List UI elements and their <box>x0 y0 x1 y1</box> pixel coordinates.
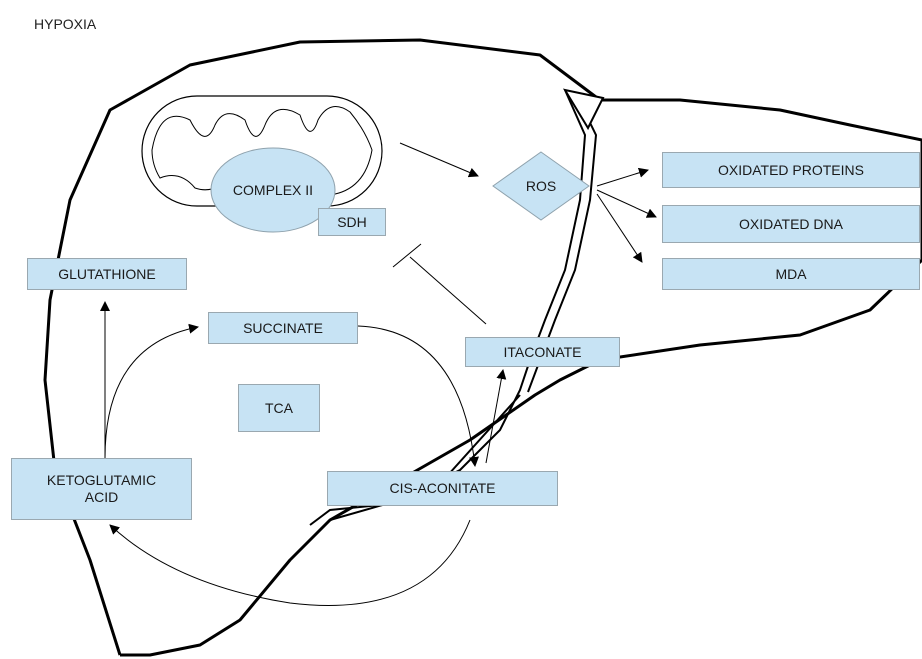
sdh-box: SDH <box>318 208 386 236</box>
arrow-cis-to-itaconate <box>485 369 507 464</box>
ros-diamond <box>492 151 590 221</box>
glutathione-box: GLUTATHIONE <box>27 258 187 290</box>
ketoglutamic-acid-box: KETOGLUTAMIC ACID <box>11 458 192 520</box>
arrow-mito-to-ros <box>399 142 479 178</box>
arrow-succinate-to-cis <box>357 325 479 467</box>
inhibit-itaconate-sdh <box>409 256 487 325</box>
oxidated-proteins-box: OXIDATED PROTEINS <box>662 152 920 188</box>
cis-aconitate-box: CIS-ACONITATE <box>327 471 558 506</box>
mda-box: MDA <box>662 258 920 290</box>
arrow-ros-to-dna <box>596 189 657 218</box>
liver-outline <box>43 38 922 657</box>
complex-ii-ellipse <box>210 147 336 233</box>
itaconate-box: ITACONATE <box>465 337 620 367</box>
inhibit-bar <box>392 243 422 268</box>
liver-fissure-top <box>562 88 605 131</box>
arrow-ros-to-proteins <box>596 167 649 187</box>
oxidated-dna-box: OXIDATED DNA <box>662 205 920 243</box>
complex-ii-label: COMPLEX II <box>232 182 314 198</box>
arrow-keto-to-succinate <box>104 323 199 459</box>
arrow-ros-to-mda <box>596 193 643 263</box>
ros-label: ROS <box>525 178 557 194</box>
succinate-box: SUCCINATE <box>208 312 358 344</box>
arrow-cis-to-keto <box>109 519 471 606</box>
tca-box: TCA <box>238 384 320 432</box>
diagram-title: HYPOXIA <box>34 16 97 32</box>
